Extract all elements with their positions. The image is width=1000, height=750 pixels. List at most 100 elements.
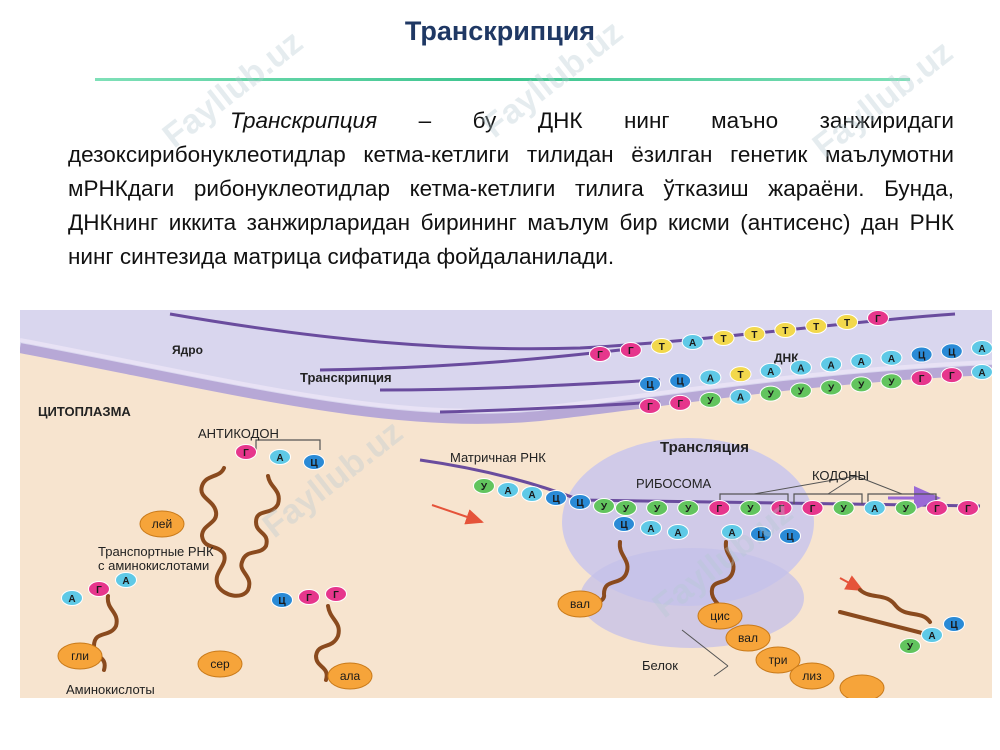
nucleotide-letter: А xyxy=(674,528,681,539)
nucleotide-shape xyxy=(801,500,824,516)
amino-acid-lei: лей xyxy=(139,510,185,538)
nucleotide-letter: Т xyxy=(813,322,819,333)
nucleotide-shape xyxy=(779,528,801,544)
nucleotide-letter: А xyxy=(767,367,774,378)
trna-shape-ala xyxy=(313,604,341,682)
nucleotide-letter: А xyxy=(647,524,654,535)
nucleotide-shape xyxy=(850,376,873,393)
rna-nucleotide: У xyxy=(820,379,843,396)
amino-acid-shape xyxy=(789,662,835,690)
anticodon-nucleotide: Ц xyxy=(303,454,325,470)
nucleotide-letter: У xyxy=(623,504,630,515)
mrna-nucleotide: Г xyxy=(801,500,824,516)
nucleotide-shape xyxy=(269,449,291,465)
rna-nucleotide: У xyxy=(699,391,722,408)
nucleotide-shape xyxy=(921,627,943,643)
nucleotide-shape xyxy=(669,372,692,389)
nucleotide-letter: Г xyxy=(919,374,925,385)
anticodon-label: АНТИКОДОН xyxy=(198,426,279,441)
nucleotide-letter: А xyxy=(858,357,865,368)
trna-anticodon-nucleotide: А xyxy=(115,572,137,588)
mrna-nucleotide: У xyxy=(646,500,669,516)
nucleotide-letter: Г xyxy=(949,371,955,382)
nucleotide-letter: У xyxy=(481,482,488,493)
mrna-nucleotide: А xyxy=(863,500,886,516)
dna-strand-3 xyxy=(379,378,661,392)
nucleotide-shape xyxy=(699,369,722,386)
mrna-nucleotide: У xyxy=(832,500,855,516)
dna-nucleotide: А xyxy=(820,356,843,373)
rna-nucleotide: Г xyxy=(910,370,933,387)
ribosome-lower xyxy=(580,548,804,648)
nucleotide-shape xyxy=(669,394,692,411)
nucleotide-shape xyxy=(667,524,689,540)
nucleotide-letter: Г xyxy=(875,314,881,325)
amino-acid-label: вал xyxy=(570,597,590,611)
rna-nucleotide: У xyxy=(850,376,873,393)
nucleotide-letter: А xyxy=(928,631,935,642)
nucleotide-shape xyxy=(880,349,903,366)
amino-acid-shape xyxy=(327,662,373,690)
protein-label: Белок xyxy=(642,658,678,673)
nucleotide-shape xyxy=(850,353,873,370)
trna-anticodon-nucleotide: Г xyxy=(88,581,110,597)
nucleotide-letter: Ц xyxy=(757,530,765,541)
mrna-nucleotide: У xyxy=(677,500,700,516)
nucleotide-shape xyxy=(545,490,567,506)
transcription-label: Транскрипция xyxy=(300,370,392,385)
amino-acid-val: вал xyxy=(557,590,603,618)
nucleotide-shape xyxy=(940,343,963,360)
trna-anticodon-nucleotide: Г xyxy=(325,586,347,602)
nucleotide-shape xyxy=(88,581,110,597)
nucleotide-letter: Г xyxy=(779,504,785,515)
trna-label-line2: с аминокислотами xyxy=(98,558,209,573)
nucleotide-letter: Ц xyxy=(310,458,318,469)
rna-nucleotide: А xyxy=(971,364,992,380)
nucleotide-shape xyxy=(569,494,591,510)
mrna-nucleotide: Г xyxy=(957,500,979,516)
amino-acid-ser: сер xyxy=(197,650,243,678)
nucleotide-letter: А xyxy=(689,338,696,349)
dna-nucleotide: А xyxy=(699,369,722,386)
title-underline xyxy=(95,78,910,81)
trna-anticodon-nucleotide: Ц xyxy=(271,592,293,608)
page-title: Транскрипция xyxy=(404,16,596,46)
trna-anticodon-nucleotide: Г xyxy=(298,589,320,605)
nucleotide-shape xyxy=(910,370,933,387)
rna-nucleotide: Г xyxy=(940,367,963,384)
codon-pointer-lines xyxy=(753,475,903,495)
anticodon-nucleotide: А xyxy=(269,449,291,465)
amino-acid-label: ала xyxy=(340,669,361,683)
dna-nucleotide: Ц xyxy=(940,343,963,360)
nucleotide-letter: Т xyxy=(782,326,788,337)
nucleotide-letter: Г xyxy=(934,504,940,515)
nucleotide-letter: А xyxy=(707,373,714,384)
anticodon-nucleotide: Г xyxy=(235,444,257,460)
codons-label: КОДОНЫ xyxy=(812,468,869,483)
dna-nucleotide: А xyxy=(880,349,903,366)
trna-anticodon-nucleotide: Ц xyxy=(779,528,801,544)
nucleotide-shape xyxy=(325,586,347,602)
nucleotide-letter: Ц xyxy=(950,620,958,631)
mrna-nucleotide: У xyxy=(739,500,762,516)
nucleotide-shape xyxy=(863,500,886,516)
anticodon-bracket xyxy=(255,439,321,450)
mrna-nucleotide: Г xyxy=(770,500,793,516)
nucleotide-shape xyxy=(774,322,797,338)
nucleotide-letter: А xyxy=(797,364,804,375)
nucleotide-letter: Ц xyxy=(620,520,628,531)
nucleotide-letter: У xyxy=(907,642,914,653)
mrna-nucleotide: Ц xyxy=(545,490,567,506)
nucleotide-letter: А xyxy=(68,594,75,605)
dna-nucleotide: Г xyxy=(589,346,611,362)
amino-acid-liz: лиз xyxy=(789,662,835,690)
nucleotide-shape xyxy=(820,379,843,396)
nucleotide-letter: Т xyxy=(659,342,665,353)
amino-acid-shape xyxy=(755,646,801,674)
nucleotide-shape xyxy=(729,388,752,405)
nucleotide-letter: Ц xyxy=(576,498,584,509)
nucleotide-letter: Т xyxy=(737,370,743,381)
dna-nucleotide: Г xyxy=(867,310,889,326)
nucleotide-shape xyxy=(729,366,752,383)
protein-pointer-lines xyxy=(681,629,729,677)
